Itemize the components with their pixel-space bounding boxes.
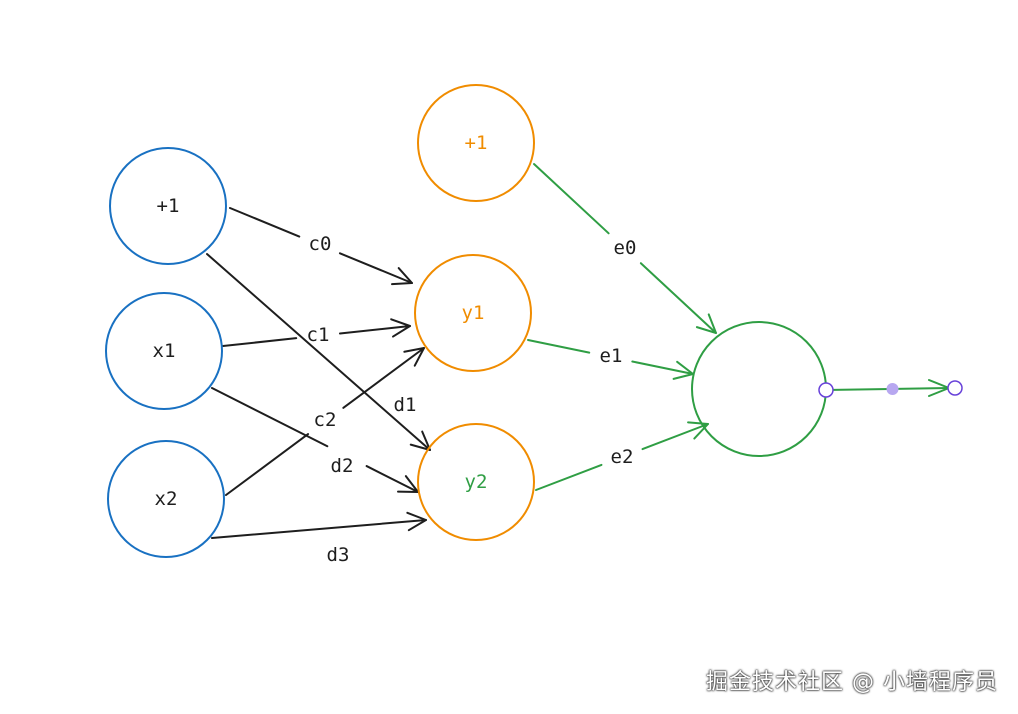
edge-line-segment bbox=[229, 207, 301, 238]
edge-line-segment bbox=[342, 347, 425, 409]
node-circle bbox=[109, 147, 227, 265]
edge-d1[interactable]: d1 bbox=[206, 253, 431, 451]
edge-line-segment bbox=[211, 387, 329, 448]
arrowhead-icon bbox=[391, 267, 413, 286]
start-handle[interactable] bbox=[818, 382, 834, 398]
node-label: x2 bbox=[155, 488, 178, 510]
watermark: 掘金技术社区 @ 小墙程序员 bbox=[706, 670, 998, 695]
node-circle bbox=[417, 84, 535, 202]
edge-e2[interactable]: e2 bbox=[535, 421, 709, 491]
edge-d2[interactable]: d2 bbox=[211, 387, 419, 493]
input-node-in_bias[interactable]: +1 bbox=[109, 147, 227, 265]
edge-d3[interactable]: d3 bbox=[211, 511, 427, 566]
edge-line-segment bbox=[641, 423, 709, 451]
node-circle bbox=[417, 423, 535, 541]
edge-c2[interactable]: c2 bbox=[225, 347, 425, 496]
edge-line-segment bbox=[631, 360, 694, 375]
edge-label-e1: e1 bbox=[600, 345, 623, 367]
edge-line-segment bbox=[365, 465, 419, 493]
node-label: y1 bbox=[462, 302, 485, 324]
nodes-layer: +1 x1 x2 +1 y1 y2 bbox=[105, 84, 827, 558]
edge-line-segment bbox=[533, 163, 610, 235]
arrowhead-icon bbox=[390, 318, 411, 338]
node-circle bbox=[691, 321, 827, 457]
arrowhead-icon bbox=[403, 347, 425, 367]
edges-layer: c0 c1 c2 d1 d2 d3 e0 e1 e2 bbox=[206, 163, 717, 566]
edge-label-d1: d1 bbox=[394, 394, 417, 416]
edge-line-segment bbox=[527, 339, 591, 354]
hidden-node-h_y2[interactable]: y2 bbox=[417, 423, 535, 541]
edge-line-segment bbox=[222, 337, 298, 347]
node-label: y2 bbox=[465, 471, 488, 493]
arrowhead-icon bbox=[409, 430, 431, 451]
output-arrow bbox=[818, 379, 963, 398]
edge-line bbox=[211, 519, 427, 539]
hidden-node-h_bias[interactable]: +1 bbox=[417, 84, 535, 202]
node-circle bbox=[107, 440, 225, 558]
output-node-out[interactable] bbox=[691, 321, 827, 457]
edge-label-c1: c1 bbox=[307, 324, 330, 346]
edge-c0[interactable]: c0 bbox=[229, 207, 413, 286]
midpoint-handle[interactable] bbox=[886, 383, 899, 395]
node-label: +1 bbox=[157, 195, 180, 217]
edge-label-e0: e0 bbox=[614, 237, 637, 259]
edge-line-segment bbox=[338, 252, 413, 284]
edge-label-c2: c2 bbox=[314, 409, 337, 431]
edge-e0[interactable]: e0 bbox=[533, 163, 717, 334]
edge-line-segment bbox=[535, 463, 603, 491]
edge-e1[interactable]: e1 bbox=[527, 339, 694, 380]
end-handle[interactable] bbox=[947, 380, 963, 396]
hidden-node-h_y1[interactable]: y1 bbox=[414, 254, 532, 372]
edge-label-c0: c0 bbox=[309, 233, 332, 255]
edge-line-segment bbox=[639, 262, 717, 334]
arrowhead-icon bbox=[695, 313, 717, 334]
edge-line bbox=[206, 253, 431, 451]
node-circle bbox=[105, 292, 223, 410]
edge-c1[interactable]: c1 bbox=[222, 318, 411, 347]
input-node-in_x1[interactable]: x1 bbox=[105, 292, 223, 410]
edge-label-d3: d3 bbox=[327, 544, 350, 566]
edge-line-segment bbox=[225, 433, 310, 496]
node-label: +1 bbox=[465, 132, 488, 154]
node-circle bbox=[414, 254, 532, 372]
input-node-in_x2[interactable]: x2 bbox=[107, 440, 225, 558]
arrowhead-icon bbox=[687, 421, 709, 440]
node-label: x1 bbox=[153, 340, 176, 362]
arrowhead-icon bbox=[406, 511, 427, 532]
edge-line-segment bbox=[338, 325, 411, 335]
edge-label-e2: e2 bbox=[611, 446, 634, 468]
edge-label-d2: d2 bbox=[331, 455, 354, 477]
